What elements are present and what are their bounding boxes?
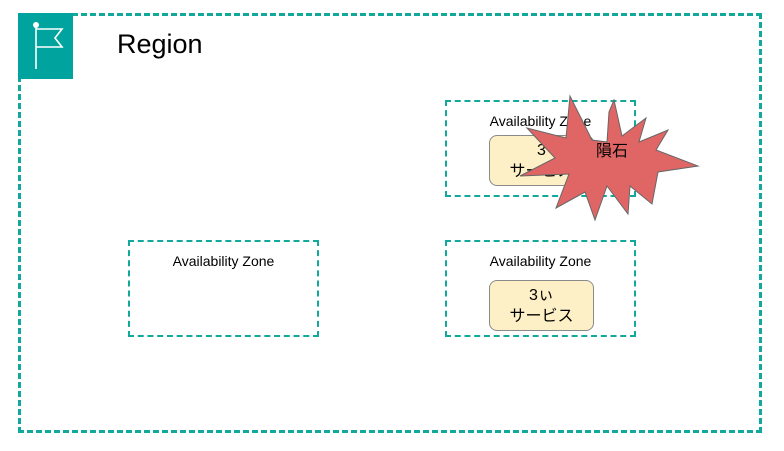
availability-zone-bottom-left: Availability Zone <box>128 240 319 337</box>
region-container <box>18 13 762 433</box>
service-box: 3 サービス <box>489 135 594 186</box>
availability-zone-label: Availability Zone <box>172 253 275 269</box>
availability-zone-label: Availability Zone <box>489 113 592 129</box>
service-count: 3 <box>537 142 546 159</box>
region-title: Region <box>117 29 203 59</box>
availability-zone-label: Availability Zone <box>489 253 592 269</box>
service-label: サービス <box>509 308 574 325</box>
service-count: 3ぃ <box>529 287 554 304</box>
availability-zone-top-right: Availability Zone 3 サービス <box>445 100 636 197</box>
flag-icon <box>33 22 64 69</box>
service-label: サービス <box>509 163 574 180</box>
availability-zone-bottom-right: Availability Zone 3ぃ サービス <box>445 240 636 337</box>
service-box: 3ぃ サービス <box>489 280 594 331</box>
region-badge <box>18 13 73 79</box>
